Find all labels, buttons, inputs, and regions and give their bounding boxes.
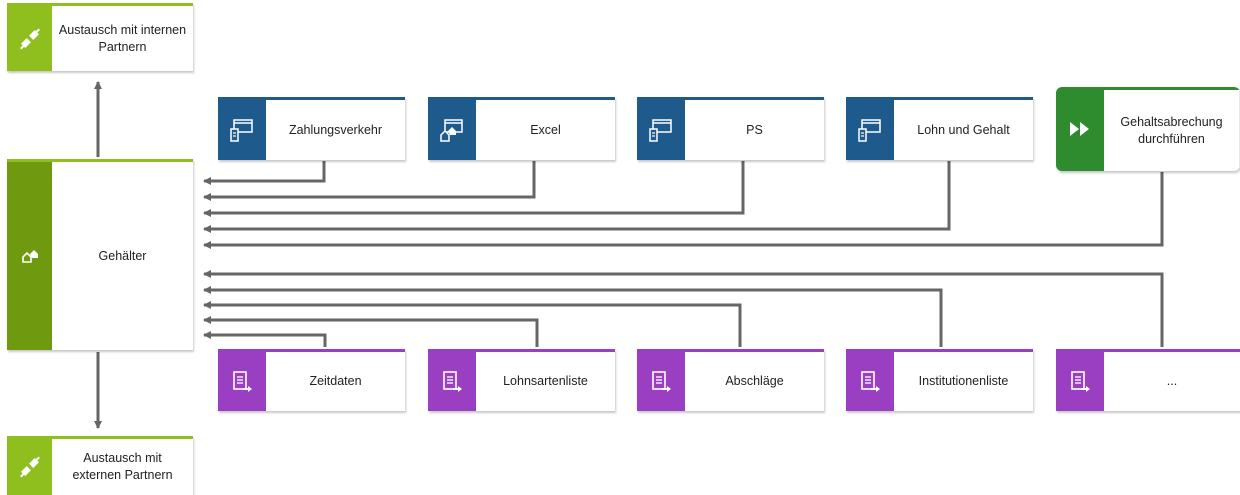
excel-strip	[428, 100, 476, 160]
excel-node[interactable]: Excel	[428, 97, 615, 160]
connector-institutions-to-salaries	[203, 286, 943, 347]
payroll-process-strip	[1056, 87, 1104, 171]
external-exchange-label: Austausch mit externen Partnern	[72, 451, 173, 482]
payroll-app-node[interactable]: Lohn und Gehalt	[846, 97, 1033, 160]
document-arrow-icon	[1071, 370, 1090, 392]
excel-label: Excel	[530, 122, 561, 137]
deductions-label: Abschläge	[725, 374, 784, 388]
ps-strip	[637, 100, 685, 160]
time-data-label: Zeitdaten	[309, 374, 362, 388]
connector-ps-to-salaries	[203, 161, 745, 217]
payments-strip	[218, 100, 266, 160]
internal-exchange-label: Austausch mit internen Partnern	[58, 22, 187, 54]
wage-types-node[interactable]: Lohnsartenliste	[428, 349, 615, 411]
document-arrow-icon	[443, 370, 462, 392]
deductions-node[interactable]: Abschläge	[637, 349, 824, 411]
external-exchange-strip	[7, 439, 52, 495]
payroll-app-label: Lohn und Gehalt	[917, 122, 1010, 137]
payroll-app-strip	[846, 100, 894, 160]
connector-payroll-app-to-salaries	[203, 161, 951, 233]
payroll-process-label: Gehaltsabrechung durchführen	[1120, 114, 1223, 146]
document-arrow-icon	[861, 370, 880, 392]
house-icon	[21, 250, 38, 263]
document-arrow-icon	[233, 370, 252, 392]
more-node[interactable]: ...	[1056, 349, 1240, 411]
internal-exchange-node[interactable]: Austausch mit internen Partnern	[7, 3, 193, 71]
wage-types-label: Lohnsartenliste	[503, 374, 588, 388]
connector-payments-to-salaries	[203, 161, 326, 185]
connector-time-data-to-salaries	[203, 331, 327, 347]
institutions-strip	[846, 352, 894, 411]
payments-node[interactable]: Zahlungsverkehr	[218, 97, 405, 160]
salaries-node[interactable]: Gehälter	[7, 159, 193, 350]
external-exchange-node[interactable]: Austausch mit externen Partnern	[7, 436, 193, 495]
connector-more-to-salaries	[203, 270, 1164, 347]
institutions-label: Institutionenliste	[918, 374, 1009, 388]
application-window-icon	[230, 119, 253, 142]
connector-wage-types-to-salaries	[203, 316, 539, 347]
wage-types-strip	[428, 352, 476, 411]
document-arrow-icon	[652, 370, 671, 392]
fast-forward-icon	[1070, 122, 1089, 136]
ps-label: PS	[746, 122, 763, 137]
more-strip	[1056, 352, 1104, 411]
salaries-label: Gehälter	[98, 248, 147, 263]
time-data-strip	[218, 352, 266, 411]
internal-exchange-strip	[7, 6, 52, 71]
ps-node[interactable]: PS	[637, 97, 824, 160]
application-window-icon	[858, 119, 881, 142]
payments-label: Zahlungsverkehr	[288, 122, 383, 137]
plug-icon	[19, 456, 40, 478]
application-window-icon	[649, 119, 672, 142]
institutions-node[interactable]: Institutionenliste	[846, 349, 1033, 411]
deductions-strip	[637, 352, 685, 411]
payroll-process-node[interactable]: Gehaltsabrechung durchführen	[1056, 87, 1240, 171]
connector-deductions-to-salaries	[203, 301, 742, 347]
more-label: ...	[1166, 374, 1178, 388]
application-house-icon	[440, 119, 463, 142]
salaries-strip	[7, 162, 52, 350]
plug-icon	[19, 28, 40, 49]
connector-excel-to-salaries	[203, 161, 536, 201]
time-data-node[interactable]: Zeitdaten	[218, 349, 405, 411]
connector-payroll-process-to-salaries	[203, 172, 1164, 249]
